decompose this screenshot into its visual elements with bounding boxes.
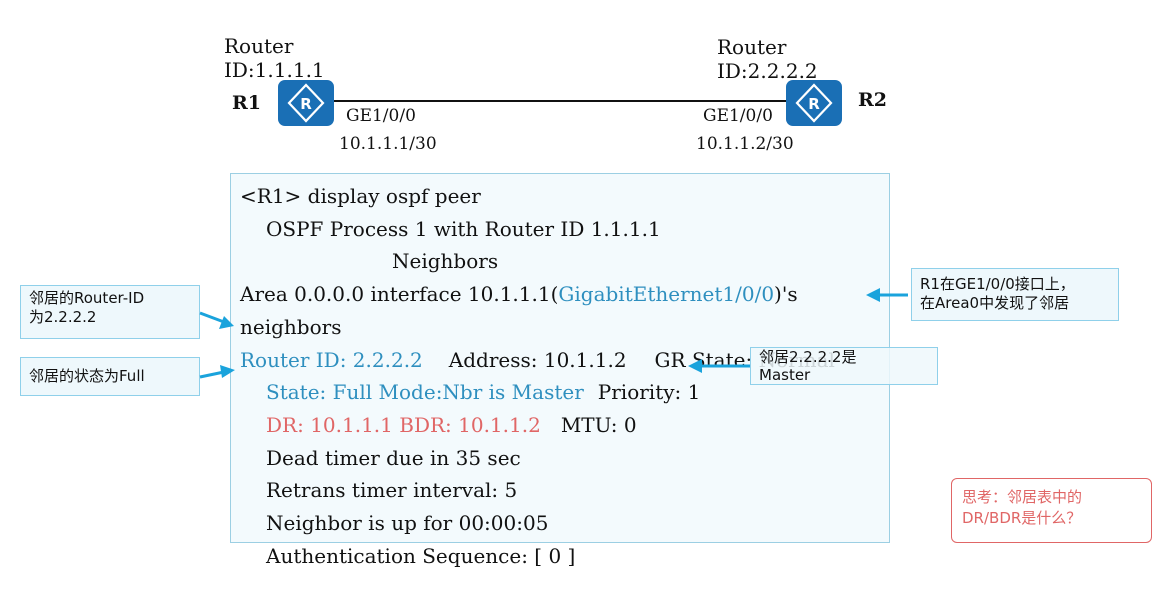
r1-ip-label: 10.1.1.1/30 bbox=[339, 134, 437, 154]
callout-state: 邻居的状态为Full bbox=[20, 357, 200, 396]
r1-router-id-label: Router ID:1.1.1.1 bbox=[224, 34, 325, 82]
cli-line-area: Area 0.0.0.0 interface 10.1.1.1(GigabitE… bbox=[240, 282, 798, 307]
think-question-box: 思考：邻居表中的 DR/BDR是什么？ bbox=[951, 478, 1152, 543]
link-line bbox=[334, 100, 786, 102]
cli-line-auth: Authentication Sequence: [ 0 ] bbox=[266, 543, 576, 568]
r2-ip-label: 10.1.1.2/30 bbox=[696, 134, 794, 154]
cli-dr-bdr: DR: 10.1.1.1 BDR: 10.1.1.2 bbox=[266, 412, 541, 437]
cli-line-neighbors-heading: Neighbors bbox=[392, 249, 499, 274]
r2-router-id-label: Router ID:2.2.2.2 bbox=[717, 35, 818, 83]
callout-area: R1在GE1/0/0接口上， 在Area0中发现了邻居 bbox=[911, 268, 1119, 321]
cli-output: <R1> display ospf peer OSPF Process 1 wi… bbox=[240, 180, 835, 572]
cli-interface-name: GigabitEthernet1/0/0 bbox=[558, 282, 775, 307]
cli-line-retrans: Retrans timer interval: 5 bbox=[266, 478, 518, 503]
arrow-state bbox=[199, 365, 235, 379]
cli-line-command: <R1> display ospf peer bbox=[240, 184, 481, 208]
cli-line-dead-timer: Dead timer due in 35 sec bbox=[266, 445, 521, 470]
cli-neighbor-state: State: Full Mode:Nbr is Master bbox=[266, 380, 584, 405]
callout-master: 邻居2.2.2.2是 Master bbox=[750, 347, 938, 385]
arrow-area bbox=[866, 288, 908, 302]
cli-line-neighbors: neighbors bbox=[240, 314, 342, 339]
r2-name: R2 bbox=[858, 89, 888, 111]
r1-router-glyph: R bbox=[300, 95, 312, 113]
r1-name: R1 bbox=[232, 92, 262, 114]
cli-neighbor-router-id: Router ID: 2.2.2.2 bbox=[240, 347, 423, 372]
arrow-master bbox=[688, 359, 750, 373]
r2-router-glyph: R bbox=[808, 95, 820, 113]
r1-router-icon[interactable]: R bbox=[278, 80, 334, 126]
r2-router-icon[interactable]: R bbox=[786, 80, 842, 126]
cli-line-process: OSPF Process 1 with Router ID 1.1.1.1 bbox=[266, 216, 661, 241]
callout-router-id: 邻居的Router-ID 为2.2.2.2 bbox=[20, 285, 200, 339]
cli-line-uptime: Neighbor is up for 00:00:05 bbox=[266, 511, 549, 536]
r2-interface-label: GE1/0/0 bbox=[703, 106, 773, 126]
arrow-router-id bbox=[199, 311, 234, 329]
r1-interface-label: GE1/0/0 bbox=[346, 106, 416, 126]
